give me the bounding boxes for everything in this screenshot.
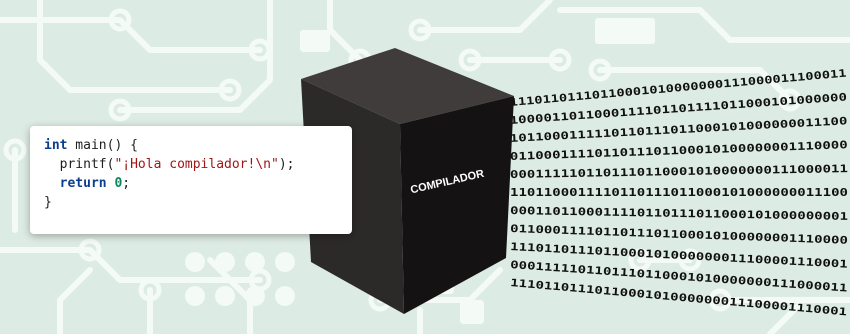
string-literal: "¡Hola compilador! xyxy=(114,157,256,172)
code-block: int main() { printf("¡Hola compilador!\n… xyxy=(44,136,294,212)
code-text: ); xyxy=(278,157,295,172)
code-text: main() { xyxy=(67,138,138,153)
string-literal-end: " xyxy=(271,157,279,172)
escape-sequence: \n xyxy=(255,157,271,172)
indent xyxy=(44,157,60,172)
code-line: } xyxy=(44,195,52,210)
binary-line: 0001101100011110110111011000101000000001 xyxy=(510,205,848,223)
keyword: int xyxy=(44,138,68,153)
binary-line: 0001111101101110110001010000000111000011 xyxy=(510,163,848,181)
code-text: ; xyxy=(122,176,131,191)
number-literal: 0 xyxy=(114,176,123,191)
code-line: printf("¡Hola compilador!\n"); xyxy=(44,155,295,174)
keyword: return xyxy=(59,176,107,191)
indent xyxy=(44,176,60,191)
cube-top-face xyxy=(301,48,514,124)
cube-side-face xyxy=(400,96,514,314)
code-line: return 0; xyxy=(44,174,294,193)
binary-line: 1101100011110110111011000101000000011100 xyxy=(510,187,848,199)
code-line: int main() { xyxy=(44,136,294,155)
source-code-card: int main() { printf("¡Hola compilador!\n… xyxy=(30,126,352,234)
code-text: printf( xyxy=(59,157,115,172)
